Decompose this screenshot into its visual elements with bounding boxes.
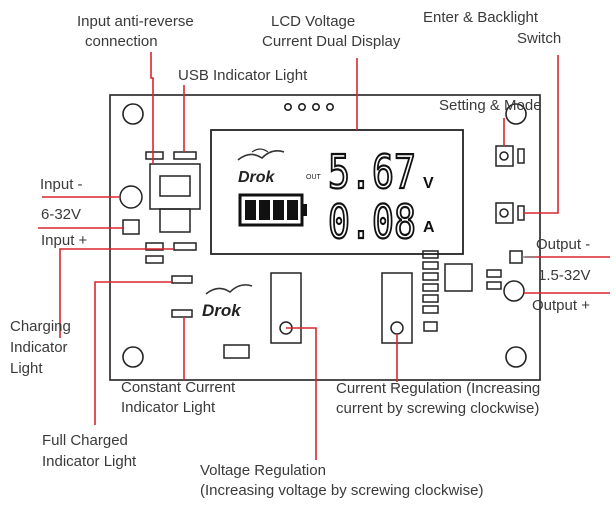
leader-anti-reverse bbox=[150, 52, 154, 164]
diode-tab bbox=[159, 208, 191, 233]
setting-mode-button bbox=[495, 145, 514, 167]
callout-labels: Input anti-reverse connection USB Indica… bbox=[10, 9, 591, 499]
header-hole bbox=[283, 103, 292, 112]
board-outline bbox=[109, 94, 541, 381]
label-output-plus: Output + bbox=[532, 297, 590, 314]
smd-part bbox=[145, 242, 164, 251]
output-minus-terminal bbox=[509, 250, 523, 264]
ic-chip bbox=[444, 263, 473, 292]
smd-part bbox=[486, 269, 502, 278]
lcd-current-value: 0.08 bbox=[328, 195, 416, 249]
label-output-voltage: 1.5-32V bbox=[538, 267, 591, 284]
header-hole bbox=[311, 103, 320, 112]
label-voltage-regulation-2: (Increasing voltage by screwing clockwis… bbox=[200, 482, 483, 499]
lcd-current-unit: A bbox=[423, 219, 435, 236]
header-hole bbox=[297, 103, 306, 112]
current-potentiometer bbox=[381, 272, 413, 344]
label-lcd-1: LCD Voltage bbox=[271, 13, 355, 30]
bird-logo-icon bbox=[251, 148, 269, 153]
smd-part bbox=[422, 283, 439, 292]
diode-pad bbox=[159, 175, 191, 197]
label-lcd-2: Current Dual Display bbox=[262, 33, 401, 50]
label-charging-2: Indicator bbox=[10, 339, 68, 356]
label-full-charged-2: Indicator Light bbox=[42, 453, 137, 470]
label-charging-1: Charging bbox=[10, 318, 71, 335]
battery-icon bbox=[238, 193, 307, 227]
leader-full-charged bbox=[94, 281, 172, 425]
smd-part bbox=[422, 261, 439, 270]
smd-part bbox=[517, 205, 525, 221]
label-enter-backlight-2: Switch bbox=[517, 30, 561, 47]
enter-backlight-button bbox=[495, 202, 514, 224]
smd-part bbox=[145, 255, 164, 264]
leader-charging bbox=[59, 248, 174, 338]
label-anti-reverse-2: connection bbox=[85, 33, 158, 50]
label-voltage-regulation-1: Voltage Regulation bbox=[200, 462, 326, 479]
smd-part bbox=[486, 281, 502, 290]
anti-reverse-diode bbox=[149, 163, 201, 210]
smd-part bbox=[422, 272, 439, 281]
current-pot-screw bbox=[390, 321, 404, 335]
input-minus-terminal bbox=[119, 185, 143, 209]
smd-part bbox=[422, 294, 439, 303]
lcd-out-label: OUT bbox=[306, 174, 322, 181]
leader-enter-backlight bbox=[524, 55, 559, 214]
lcd-brand: Drok bbox=[238, 169, 276, 186]
lcd-voltage-value: 5.67 bbox=[328, 145, 416, 199]
pcb-board bbox=[109, 94, 541, 381]
smd-part bbox=[423, 321, 438, 332]
input-components bbox=[119, 151, 250, 359]
label-current-regulation-2: current by screwing clockwise) bbox=[336, 400, 539, 417]
charging-indicator-led bbox=[173, 242, 197, 251]
lcd-display: Drok OUT 5.67 V 0.08 A bbox=[210, 129, 464, 255]
label-input-voltage: 6-32V bbox=[41, 206, 81, 223]
full-charged-led bbox=[171, 275, 193, 284]
lcd-voltage-unit: V bbox=[423, 175, 434, 192]
output-plus-terminal bbox=[503, 280, 525, 302]
smd-part bbox=[422, 305, 439, 314]
usb-indicator-led bbox=[173, 151, 197, 160]
bird-logo-icon bbox=[237, 150, 285, 161]
label-current-regulation-1: Current Regulation (Increasing bbox=[336, 380, 540, 397]
potentiometers bbox=[270, 272, 413, 344]
smd-part bbox=[422, 250, 439, 259]
input-plus-terminal bbox=[122, 219, 140, 235]
label-input-plus: Input + bbox=[41, 232, 88, 249]
label-output-minus: Output - bbox=[536, 236, 590, 253]
label-anti-reverse-1: Input anti-reverse bbox=[77, 13, 194, 30]
mount-hole-bottom-right bbox=[505, 346, 527, 368]
label-enter-backlight-1: Enter & Backlight bbox=[423, 9, 539, 26]
label-full-charged-1: Full Charged bbox=[42, 432, 128, 449]
label-setting-mode: Setting & Mode bbox=[439, 97, 542, 114]
smd-part bbox=[517, 148, 525, 164]
mount-hole-bottom-left bbox=[122, 346, 144, 368]
button-dot bbox=[499, 208, 509, 218]
leader-lines bbox=[38, 52, 610, 460]
voltage-potentiometer bbox=[270, 272, 302, 344]
label-usb-indicator: USB Indicator Light bbox=[178, 67, 308, 84]
mount-hole-top-right bbox=[505, 103, 527, 125]
leader-voltage-regulation bbox=[286, 327, 317, 460]
label-constant-current-1: Constant Current bbox=[121, 379, 236, 396]
button-dot bbox=[499, 151, 509, 161]
constant-current-led bbox=[171, 309, 193, 318]
smd-part bbox=[223, 344, 250, 359]
board-logo: Drok bbox=[202, 284, 253, 320]
label-constant-current-2: Indicator Light bbox=[121, 399, 216, 416]
smd-part bbox=[145, 151, 164, 160]
label-charging-3: Light bbox=[10, 360, 43, 377]
mount-hole-top-left bbox=[122, 103, 144, 125]
bird-logo-icon bbox=[205, 284, 253, 295]
label-input-minus: Input - bbox=[40, 176, 83, 193]
header-hole bbox=[325, 103, 334, 112]
board-logo-text: Drok bbox=[202, 301, 242, 320]
